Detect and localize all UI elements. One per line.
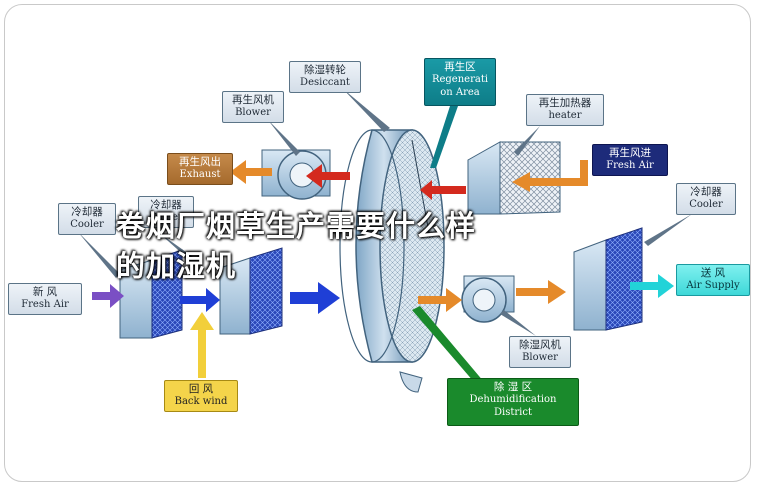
label-dehum-blower: 除湿风机 Blower — [509, 336, 571, 368]
label-exhaust-en: Exhaust — [179, 169, 221, 181]
label-cooler-left2-en: Cooler — [149, 212, 183, 224]
label-dehum-blower-en: Blower — [522, 352, 558, 364]
label-dehum-blower-zh: 除湿风机 — [519, 339, 561, 351]
label-regen-blower-en: Blower — [235, 107, 271, 119]
regen-blower-icon — [261, 149, 331, 200]
label-regen-blower-zh: 再生风机 — [232, 94, 274, 106]
label-regeneration-en1: Regenerati — [431, 74, 489, 86]
label-dehum-district-zh: 除 湿 区 — [493, 381, 533, 393]
label-regeneration-area: 再生区 Regenerati on Area — [424, 58, 496, 106]
label-back-wind: 回 风 Back wind — [164, 380, 238, 412]
label-dehumidification-district: 除 湿 区 Dehumidification District — [447, 378, 579, 426]
label-fresh-air-en: Fresh Air — [21, 299, 69, 311]
label-regen-heater-zh: 再生加热器 — [538, 97, 592, 109]
label-fresh-air-zh: 新 风 — [32, 286, 58, 298]
label-regen-heater-en: heater — [548, 110, 582, 122]
overlay-title-line2: 的加湿机 — [116, 249, 237, 283]
diagram-frame — [4, 4, 751, 482]
dehum-blower-icon — [461, 275, 515, 323]
label-regeneration-zh: 再生区 — [444, 61, 476, 73]
label-cooler-left-en: Cooler — [70, 219, 104, 231]
label-air-supply-en: Air Supply — [686, 280, 740, 292]
label-air-supply-zh: 送 风 — [700, 267, 726, 279]
label-regen-fresh-air: 再生风进 Fresh Air — [592, 144, 668, 176]
label-back-wind-en: Back wind — [174, 396, 228, 408]
flow-arrows — [92, 160, 674, 378]
label-cooler-left-zh: 冷却器 — [71, 206, 103, 218]
label-cooler-left-2: 冷却器 Cooler — [138, 196, 194, 228]
label-exhaust-zh: 再生风出 — [179, 156, 221, 168]
overlay-title: 卷烟厂烟草生产需要什么样 的加湿机 — [116, 206, 476, 286]
label-regen-fresh-air-zh: 再生风进 — [609, 147, 651, 159]
overlay-title-line1: 卷烟厂烟草生产需要什么样 — [116, 209, 477, 243]
label-regen-blower: 再生风机 Blower — [222, 91, 284, 123]
label-regen-fresh-air-en: Fresh Air — [606, 160, 654, 172]
label-dehum-district-en1: Dehumidification — [469, 394, 557, 406]
cooler-coil-icon-right — [573, 227, 643, 331]
label-cooler-right-zh: 冷却器 — [690, 186, 722, 198]
label-cooler-left: 冷却器 Cooler — [58, 203, 116, 235]
cooler-coil-icon-left — [119, 247, 283, 339]
label-back-wind-zh: 回 风 — [188, 383, 214, 395]
label-cooler-right-en: Cooler — [689, 199, 723, 211]
label-desiccant-en: Desiccant — [300, 77, 350, 89]
label-exhaust: 再生风出 Exhaust — [167, 153, 233, 185]
label-regen-heater: 再生加热器 heater — [526, 94, 604, 126]
label-cooler-left2-zh: 冷却器 — [150, 199, 182, 211]
label-dehum-district-en2: District — [494, 406, 532, 418]
label-desiccant: 除湿转轮 Desiccant — [289, 61, 361, 93]
label-regeneration-en2: on Area — [440, 86, 480, 98]
callout-pointers — [78, 88, 692, 382]
label-air-supply: 送 风 Air Supply — [676, 264, 750, 296]
label-desiccant-zh: 除湿转轮 — [304, 64, 346, 76]
label-cooler-right: 冷却器 Cooler — [676, 183, 736, 215]
label-fresh-air: 新 风 Fresh Air — [8, 283, 82, 315]
